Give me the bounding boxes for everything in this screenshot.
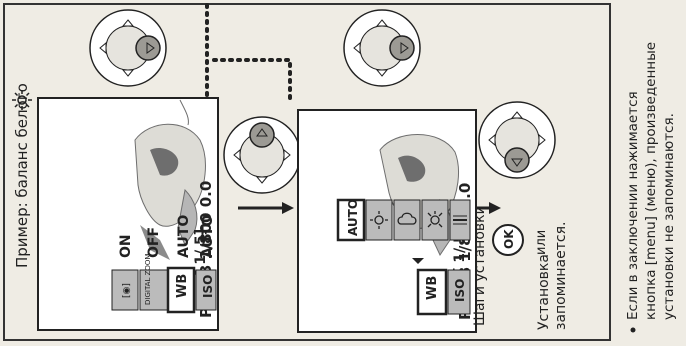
- bullet-icon: [631, 328, 636, 333]
- note-block: Если в заключении нажимается кнопка [men…: [625, 42, 677, 333]
- confirm-line-1: Установка: [536, 254, 552, 330]
- dpad-right-pressed-icon: [90, 10, 166, 86]
- screen1-row-on: ON: [118, 234, 134, 258]
- steps-label: Шаги установки: [472, 205, 488, 326]
- dotted-connector-2: [214, 60, 290, 100]
- wb-options: AUTO: [338, 199, 470, 240]
- dpad-down-pressed-icon: [479, 102, 555, 178]
- dpad-up-pressed-icon: [224, 117, 300, 193]
- note-line-1: Если в заключении нажимается: [625, 91, 641, 320]
- screen1-row-iso-label: ISO: [201, 275, 215, 298]
- confirm-line-2: запоминается.: [553, 222, 569, 330]
- screen1-row-digital-zoom-label: DIGITAL ZOOM: [144, 254, 152, 305]
- screen1-row-wb-label: WB: [175, 274, 190, 298]
- dpad-right-pressed-icon-2: [344, 10, 420, 86]
- wb-option-auto: AUTO: [346, 199, 360, 236]
- ok-button-icon: OK: [493, 225, 523, 255]
- camera-mode-icon: [◉]: [122, 283, 132, 298]
- screen1-row-wb-value: AUTO: [176, 215, 192, 258]
- arrow-right-1-icon: [238, 202, 294, 214]
- note-line-3: установки не запоминаются.: [661, 113, 677, 320]
- camera-screen-2: P F2.8 1/800 0.0 [ 1/ 5] AUTO: [298, 110, 476, 332]
- ok-label: OK: [502, 229, 516, 249]
- or-label: или: [534, 230, 549, 255]
- screen1-row-zoom-value: OFF: [146, 227, 162, 258]
- screen1-row-iso-value: AUTO: [200, 215, 216, 258]
- screen2-row-wb-label: WB: [425, 276, 440, 300]
- example-title-group: Пример: баланс белого: [12, 83, 32, 268]
- screen2-row-iso-label: ISO: [453, 279, 467, 302]
- camera-screen-1: P F2.8 1/800 0.0 [ 1/ 5] [◉] ON DIGITAL …: [38, 98, 218, 330]
- example-title: Пример: баланс белого: [13, 83, 31, 268]
- note-line-2: кнопка [menu] (меню), произведенные: [643, 42, 659, 320]
